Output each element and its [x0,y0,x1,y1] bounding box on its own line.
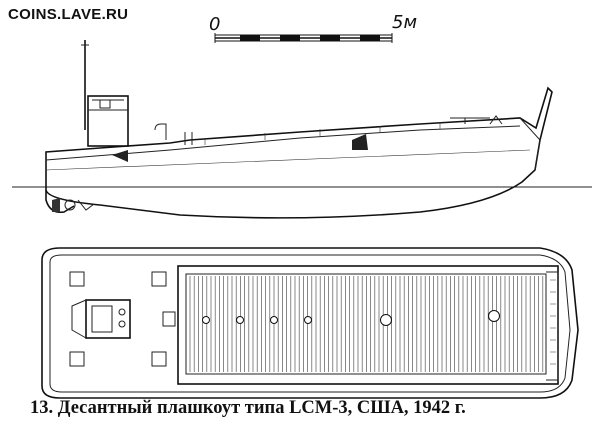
scale-zero-label: 0 [209,14,221,35]
scale-bar-icon [214,33,393,43]
scale-five-label: 5м [392,12,418,33]
top-plan-drawing [41,247,579,399]
side-elevation-drawing [12,40,592,219]
deck-planking [189,276,544,372]
watermark: COINS.LAVE.RU [8,6,129,23]
figure-caption: 13. Десантный плашкоут типа LCM-3, США, … [30,398,466,418]
